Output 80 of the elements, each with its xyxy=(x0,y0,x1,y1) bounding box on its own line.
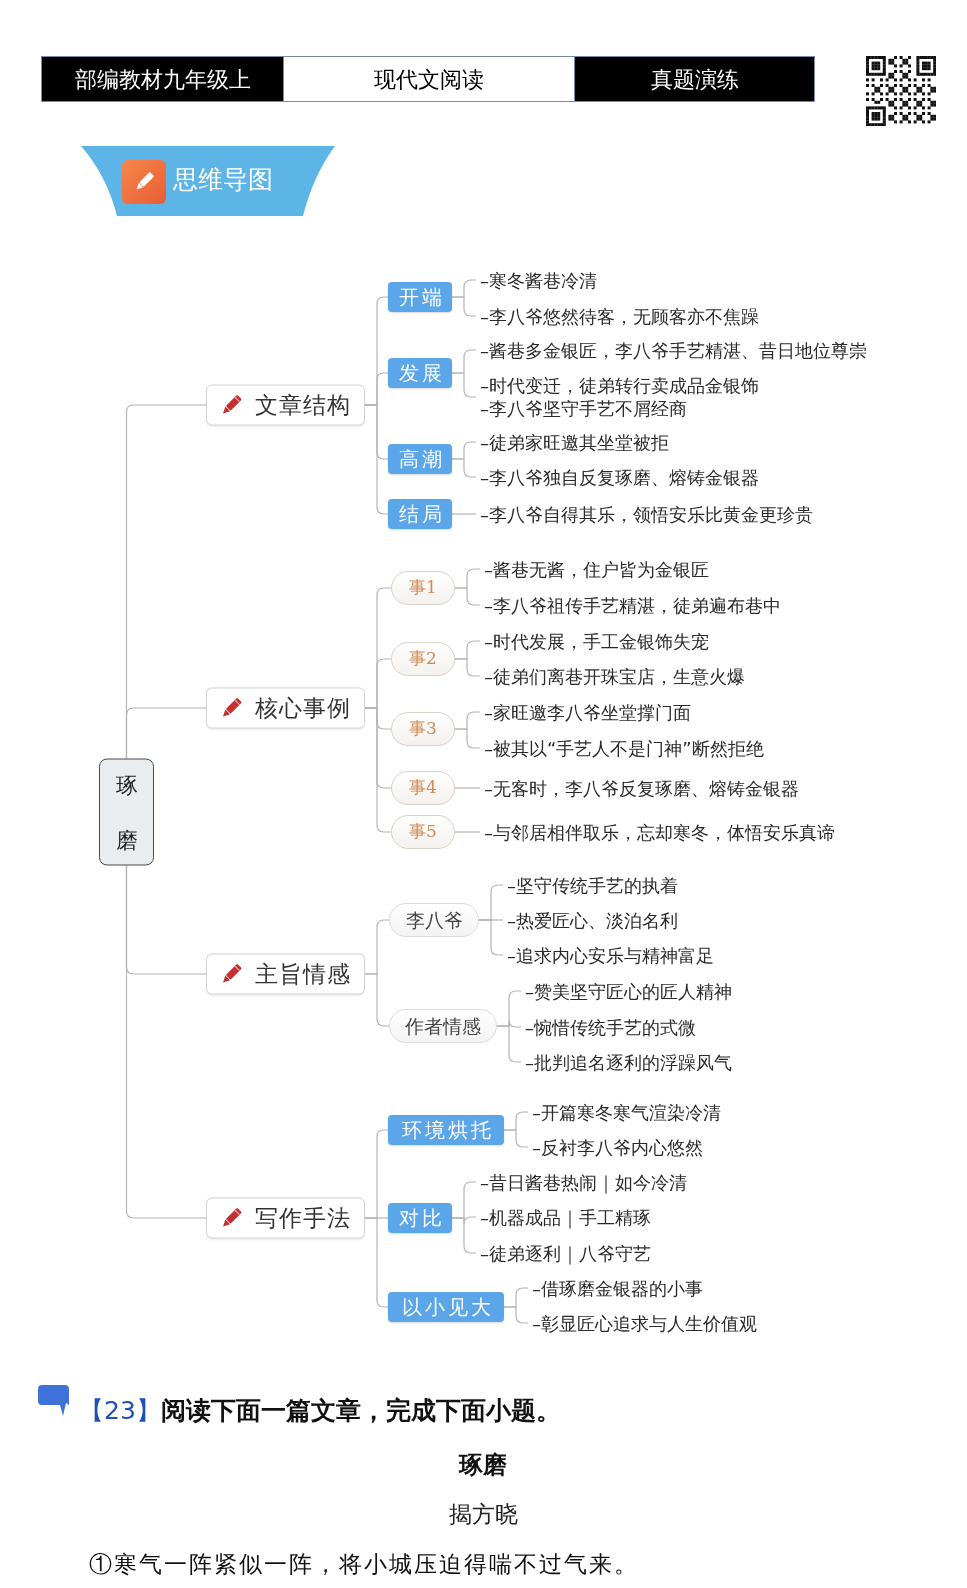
leaf-text: –李八爷独自反复琢磨、熔铸金银器 xyxy=(476,465,759,489)
connector-line xyxy=(454,831,481,833)
leaf-text: –被其以“手艺人不是门神”断然拒绝 xyxy=(480,736,764,760)
leaf-text: –酱巷多金银匠，李八爷手艺精湛、昔日地位尊崇 xyxy=(476,338,867,362)
topic-box xyxy=(206,953,365,995)
leaf-text: –惋惜传统手艺的式微 xyxy=(521,1015,696,1039)
leaf-text: –酱巷无酱，住户皆为金银匠 xyxy=(480,557,709,581)
leaf-text: –时代变迁，徒弟转行卖成品金银饰–李八爷坚守手艺不屑经商 xyxy=(476,374,764,420)
leaf-text: –寒冬酱巷冷清 xyxy=(476,268,597,292)
root-topic-box: 琢磨 xyxy=(99,758,154,866)
question-number: 【23】 xyxy=(79,1395,161,1428)
connector-line xyxy=(451,458,477,478)
leaf-text: –徒弟们离巷开珠宝店，生意火爆 xyxy=(480,664,745,688)
leaf-text: –昔日酱巷热闹｜如今冷清 xyxy=(476,1170,687,1194)
event-pill: 事3 xyxy=(391,712,455,746)
leaf-text: –徒弟家旺邀其坐堂被拒 xyxy=(476,430,669,454)
topic-label: 写作手法 xyxy=(255,1203,351,1233)
connector-line xyxy=(503,1306,529,1324)
connector-line xyxy=(454,587,481,606)
leaf-text: –反衬李八爷内心悠然 xyxy=(528,1135,703,1159)
connector-line xyxy=(478,919,504,956)
connector-line xyxy=(125,864,207,1219)
subtopic-box: 高潮 xyxy=(388,444,452,474)
connector-line xyxy=(364,404,389,515)
connector-line xyxy=(503,1129,529,1148)
leaf-text: –机器成品｜手工精琢 xyxy=(476,1205,651,1229)
leaf-text: –家旺邀李八爷坐堂撑门面 xyxy=(480,700,691,724)
leaf-text: –热爱匠心、淡泊名利 xyxy=(503,908,678,932)
connector-line xyxy=(364,707,392,833)
leaf-text: –赞美坚守匠心的匠人精神 xyxy=(521,979,732,1003)
connector-line xyxy=(451,296,477,317)
leaf-text: –徒弟逐利｜八爷守艺 xyxy=(476,1241,651,1265)
connector-line xyxy=(451,513,477,515)
header-tab: 现代文阅读 xyxy=(284,56,574,102)
event-pill: 事2 xyxy=(391,642,455,676)
connector-line xyxy=(454,787,481,789)
subtopic-pill: 李八爷 xyxy=(389,903,479,937)
connector-line xyxy=(496,1025,522,1063)
leaf-text: –彰显匠心追求与人生价值观 xyxy=(528,1311,757,1335)
subtopic-box: 对比 xyxy=(388,1203,452,1233)
connector-line xyxy=(454,658,481,677)
leaf-text: –与邻居相伴取乐，忘却寒冬，体悟安乐真谛 xyxy=(480,820,835,844)
leaf-text: –李八爷悠然待客，无顾客亦不焦躁 xyxy=(476,304,759,328)
leaf-text: –批判追名逐利的浮躁风气 xyxy=(521,1050,732,1074)
section-title: 思维导图 xyxy=(173,164,273,196)
topic-label: 文章结构 xyxy=(255,390,351,420)
subtopic-box: 环境烘托 xyxy=(388,1115,504,1145)
connector-line xyxy=(125,707,207,760)
leaf-text: –时代发展，手工金银饰失宠 xyxy=(480,629,709,653)
connector-line xyxy=(364,1217,389,1308)
connector-line xyxy=(451,372,477,398)
leaf-text: –李八爷祖传手艺精湛，徒弟遍布巷中 xyxy=(480,593,781,617)
subtopic-pill: 作者情感 xyxy=(389,1009,497,1043)
leaf-text: –坚守传统手艺的执着 xyxy=(503,873,678,897)
connector-line xyxy=(454,728,481,749)
subtopic-box: 以小见大 xyxy=(388,1292,504,1322)
event-pill: 事1 xyxy=(391,571,455,605)
leaf-text: –借琢磨金银器的小事 xyxy=(528,1276,703,1300)
leaf-text: –李八爷自得其乐，领悟安乐比黄金更珍贵 xyxy=(476,502,813,526)
question-instruction: 阅读下面一篇文章，完成下面小题。 xyxy=(160,1395,561,1428)
subtopic-box: 结局 xyxy=(388,499,452,529)
topic-label: 主旨情感 xyxy=(255,959,351,989)
subtopic-box: 发展 xyxy=(388,358,452,388)
leaf-text: –追求内心安乐与精神富足 xyxy=(503,943,714,967)
header-tab: 真题演练 xyxy=(574,56,815,102)
topic-box xyxy=(206,1197,365,1239)
topic-box xyxy=(206,384,365,426)
article-paragraph: ①寒气一阵紧似一阵，将小城压迫得喘不过气来。 xyxy=(89,1549,639,1579)
author-name: 揭方晓 xyxy=(448,1499,518,1529)
topic-box xyxy=(206,687,365,729)
leaf-text: –无客时，李八爷反复琢磨、熔铸金银器 xyxy=(480,776,799,800)
article-title: 琢磨 xyxy=(459,1450,507,1481)
connector-line xyxy=(451,1217,477,1254)
event-pill: 事5 xyxy=(391,815,455,849)
subtopic-box: 开端 xyxy=(388,282,452,312)
leaf-text: –开篇寒冬寒气渲染冷清 xyxy=(528,1100,721,1124)
connector-line xyxy=(364,973,390,1027)
event-pill: 事4 xyxy=(391,771,455,805)
topic-label: 核心事例 xyxy=(255,693,351,723)
header-tab: 部编教材九年级上 xyxy=(41,56,284,102)
